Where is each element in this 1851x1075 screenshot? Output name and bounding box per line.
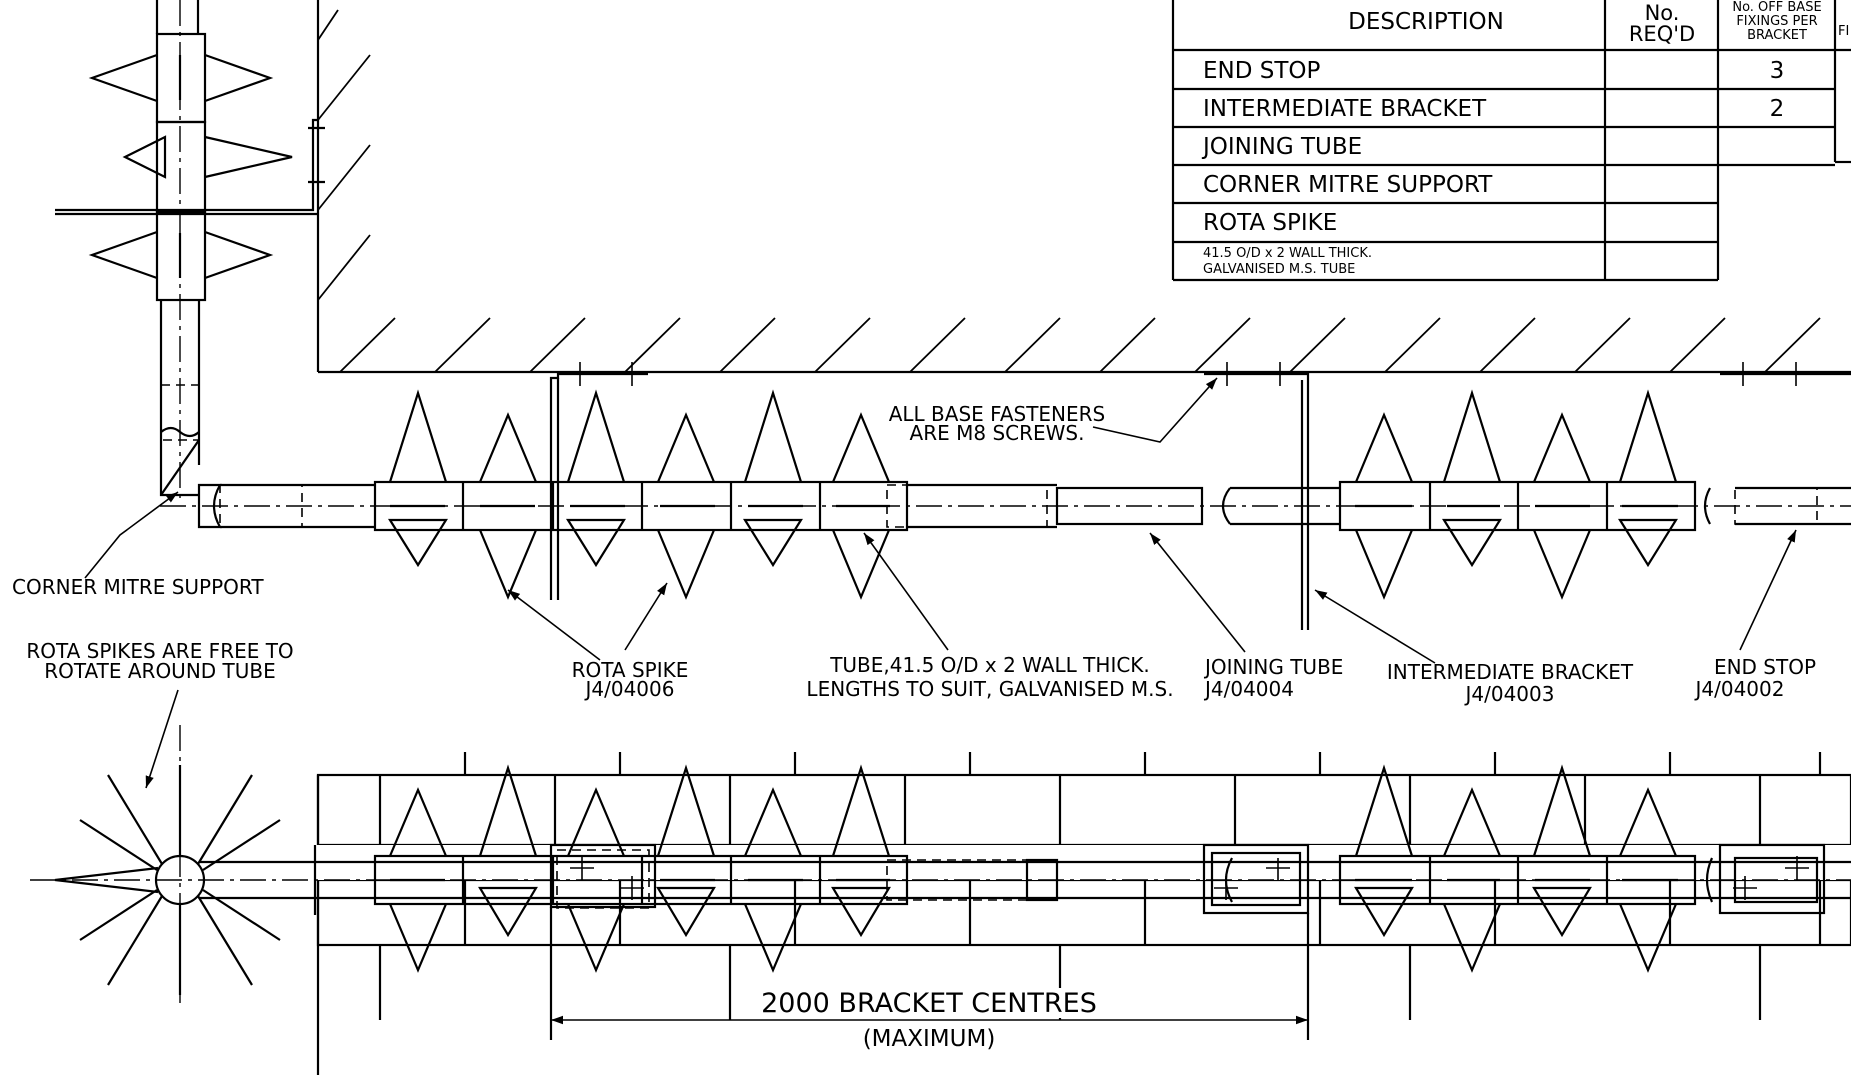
row-end-stop: END STOP — [1203, 58, 1321, 84]
header-fixings-2: FIXINGS PER — [1736, 14, 1817, 29]
rota-free-note-1: ROTA SPIKES ARE FREE TO — [26, 639, 293, 663]
horizontal-tube-run — [160, 362, 1851, 630]
callout-text: ALL BASE FASTENERS ARE M8 SCREWS. CORNER… — [12, 402, 1816, 706]
vertical-tube-run — [55, 0, 325, 500]
row-rota-spike: ROTA SPIKE — [1203, 210, 1337, 236]
row-tube-line2: GALVANISED M.S. TUBE — [1203, 262, 1355, 277]
header-qty-reqd: REQ'D — [1629, 22, 1695, 46]
parts-table: DESCRIPTION No. REQ'D No. OFF BASE FIXIN… — [1171, 0, 1851, 282]
row-end-stop-fixings: 3 — [1770, 58, 1785, 84]
intermediate-bracket-code: J4/04003 — [1464, 682, 1555, 706]
end-stop-label: END STOP — [1714, 655, 1816, 679]
rota-spike-code: J4/04006 — [584, 677, 675, 701]
header-qty: No. — [1645, 1, 1680, 25]
header-fixings-3: BRACKET — [1747, 28, 1807, 43]
rota-free-note-2: ROTATE AROUND TUBE — [44, 659, 276, 683]
bracket-centres-dimension: 2000 BRACKET CENTRES (MAXIMUM) — [551, 988, 1308, 1052]
intermediate-bracket-label: INTERMEDIATE BRACKET — [1387, 660, 1634, 684]
end-stop-code: J4/04002 — [1694, 677, 1785, 701]
header-description: DESCRIPTION — [1348, 9, 1504, 35]
tube-note-1: TUBE,41.5 O/D x 2 WALL THICK. — [829, 653, 1150, 677]
row-joining-tube: JOINING TUBE — [1201, 134, 1362, 160]
row-corner-mitre: CORNER MITRE SUPPORT — [1203, 172, 1493, 198]
tube-note-2: LENGTHS TO SUIT, GALVANISED M.S. — [806, 677, 1173, 701]
header-fixings-1: No. OFF BASE — [1732, 0, 1821, 15]
corner-mitre-label: CORNER MITRE SUPPORT — [12, 575, 264, 599]
header-cut-off: FI — [1838, 24, 1849, 39]
rota-spike-label: ROTA SPIKE — [572, 658, 689, 682]
base-fasteners-note-2: ARE M8 SCREWS. — [910, 421, 1085, 445]
row-tube-line1: 41.5 O/D x 2 WALL THICK. — [1203, 246, 1372, 261]
base-fasteners-note-1: ALL BASE FASTENERS — [889, 402, 1106, 426]
joining-tube-code: J4/04004 — [1203, 677, 1294, 701]
elevation-view — [30, 725, 1851, 1075]
dimension-sub-label: (MAXIMUM) — [863, 1026, 996, 1052]
rota-spike-radial — [54, 725, 281, 1005]
row-intermediate-fixings: 2 — [1770, 96, 1785, 122]
wall-outline — [316, 0, 1851, 374]
dimension-label: 2000 BRACKET CENTRES — [761, 988, 1097, 1019]
callout-leaders — [84, 377, 1797, 789]
row-intermediate-bracket: INTERMEDIATE BRACKET — [1203, 96, 1487, 122]
joining-tube-label: JOINING TUBE — [1203, 655, 1343, 679]
